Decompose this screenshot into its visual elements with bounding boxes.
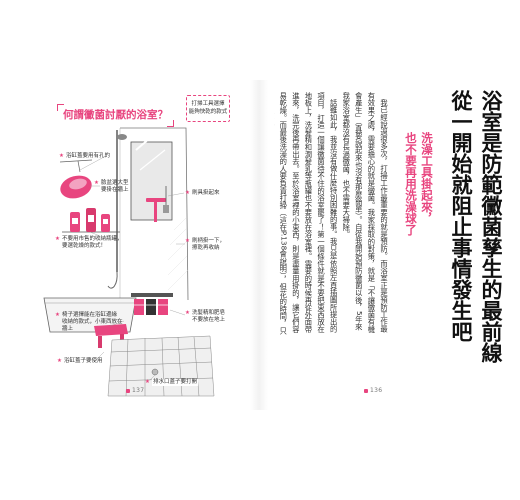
callout-line: 排水口蓋子要打開 <box>153 379 198 385</box>
callout-line: 不要用市售的收納瓶罐， <box>62 236 123 242</box>
side-note: 打掃工具選擇 能夠快乾的款式 <box>186 95 230 122</box>
callout-shampoo: 洗髮精和肥皂 不要放在地上 <box>192 310 225 324</box>
callout-line: 要掛在牆上 <box>101 187 129 193</box>
star-icon <box>145 379 151 386</box>
shower-hose <box>107 271 118 289</box>
book-gutter <box>250 80 268 410</box>
star-icon <box>55 312 61 319</box>
chapter-title: 浴室是防範黴菌孳生的最前線 從一開始就阻止事情發生吧 <box>444 90 506 370</box>
star-icon <box>57 358 63 365</box>
callout-line: 洗髮精和肥皂 <box>192 310 226 316</box>
bath-shelf <box>131 293 173 297</box>
body-text: 我已經說過很多次，打掃工作最重要的就是預防。而浴室正是預防工作最有效果之處，需要… <box>274 92 390 335</box>
star-icon <box>185 310 191 317</box>
callout-line: 收納的款式，小東西放在 <box>62 319 123 325</box>
star-icon <box>55 236 61 243</box>
towel-icon <box>134 299 144 315</box>
callout-brush: 刷具掛起來 <box>192 190 220 197</box>
callout-line: 刷具掛起來 <box>192 190 220 196</box>
callout-chair: 椅子選擇能在浴缸邊緣 收納的款式，小東西放在 牆上 <box>62 312 123 333</box>
side-note-line: 打掃工具選擇 <box>191 101 225 107</box>
section-subtitle-line: 也不要再用洗澡球了 <box>404 132 418 236</box>
star-icon <box>94 180 100 187</box>
page-number-right: 136 <box>364 387 382 394</box>
floor-tiles <box>107 335 215 397</box>
callout-line: 要選乾燥的款式！ <box>62 243 107 249</box>
page-number-left: 137 <box>126 387 144 394</box>
callout-line: 臉盆選大型 <box>101 180 129 186</box>
callout-tub-cover: 浴缸蓋子要使用 <box>64 358 103 365</box>
towel-icon <box>158 299 168 315</box>
bathtub <box>43 297 137 333</box>
section-subtitle: 洗澡工具掛起來， 也不要再用洗澡球了 <box>401 132 435 244</box>
callout-line: 不要放在地上 <box>192 317 226 323</box>
callout-basin: 臉盆選大型 要掛在牆上 <box>101 180 129 194</box>
chapter-title-line: 從一開始就阻止事情發生吧 <box>449 90 473 342</box>
chapter-title-line: 浴室是防範黴菌孳生的最前線 <box>479 90 503 363</box>
callout-drain: 排水口蓋子要打開 <box>152 379 199 386</box>
bath-chair-icon <box>94 324 128 336</box>
callout-brush-handle: 刷柄掛一下， 擦乾再收納 <box>192 238 225 252</box>
leader-lines <box>79 156 186 381</box>
star-icon <box>185 238 191 245</box>
callout-bath-lid: 浴缸蓋要用有孔的 <box>66 153 110 160</box>
illustration-title: 何謂黴菌討厭的浴室？ <box>57 104 174 127</box>
callout-bottles: 不要用市售的收納瓶罐， 要選乾燥的款式！ <box>62 236 123 250</box>
mirror-shine <box>135 137 151 151</box>
callout-line: 牆上 <box>62 326 74 332</box>
callout-line: 椅子選擇能在浴缸邊緣 <box>62 312 118 318</box>
star-icon <box>185 190 191 197</box>
body-paragraph: 話雖如此，我並沒有做什麼特別困難的事。我只是依照左頁插圖所提出的項目，打造一個讓… <box>274 92 339 335</box>
drain-icon <box>151 368 159 376</box>
callout-line: 浴缸蓋要用有孔的 <box>66 153 111 159</box>
side-note-line: 能夠快乾的款式 <box>188 109 228 115</box>
callout-line: 擦乾再收納 <box>192 245 220 251</box>
body-paragraph: 我已經說過很多次，打掃工作最重要的就是預防。而浴室正是預防工作最有效果之處，需要… <box>342 92 389 333</box>
section-subtitle-line: 洗澡工具掛起來， <box>420 132 434 224</box>
callout-line: 刷柄掛一下， <box>192 238 226 244</box>
towel-icon <box>146 299 156 315</box>
hanging-bar <box>59 159 93 163</box>
wall-hatching <box>167 217 189 291</box>
squeegee-icon <box>146 198 166 202</box>
callout-line: 浴缸蓋子要使用 <box>64 358 103 364</box>
shower-head-icon <box>117 134 127 140</box>
star-icon <box>59 153 65 160</box>
